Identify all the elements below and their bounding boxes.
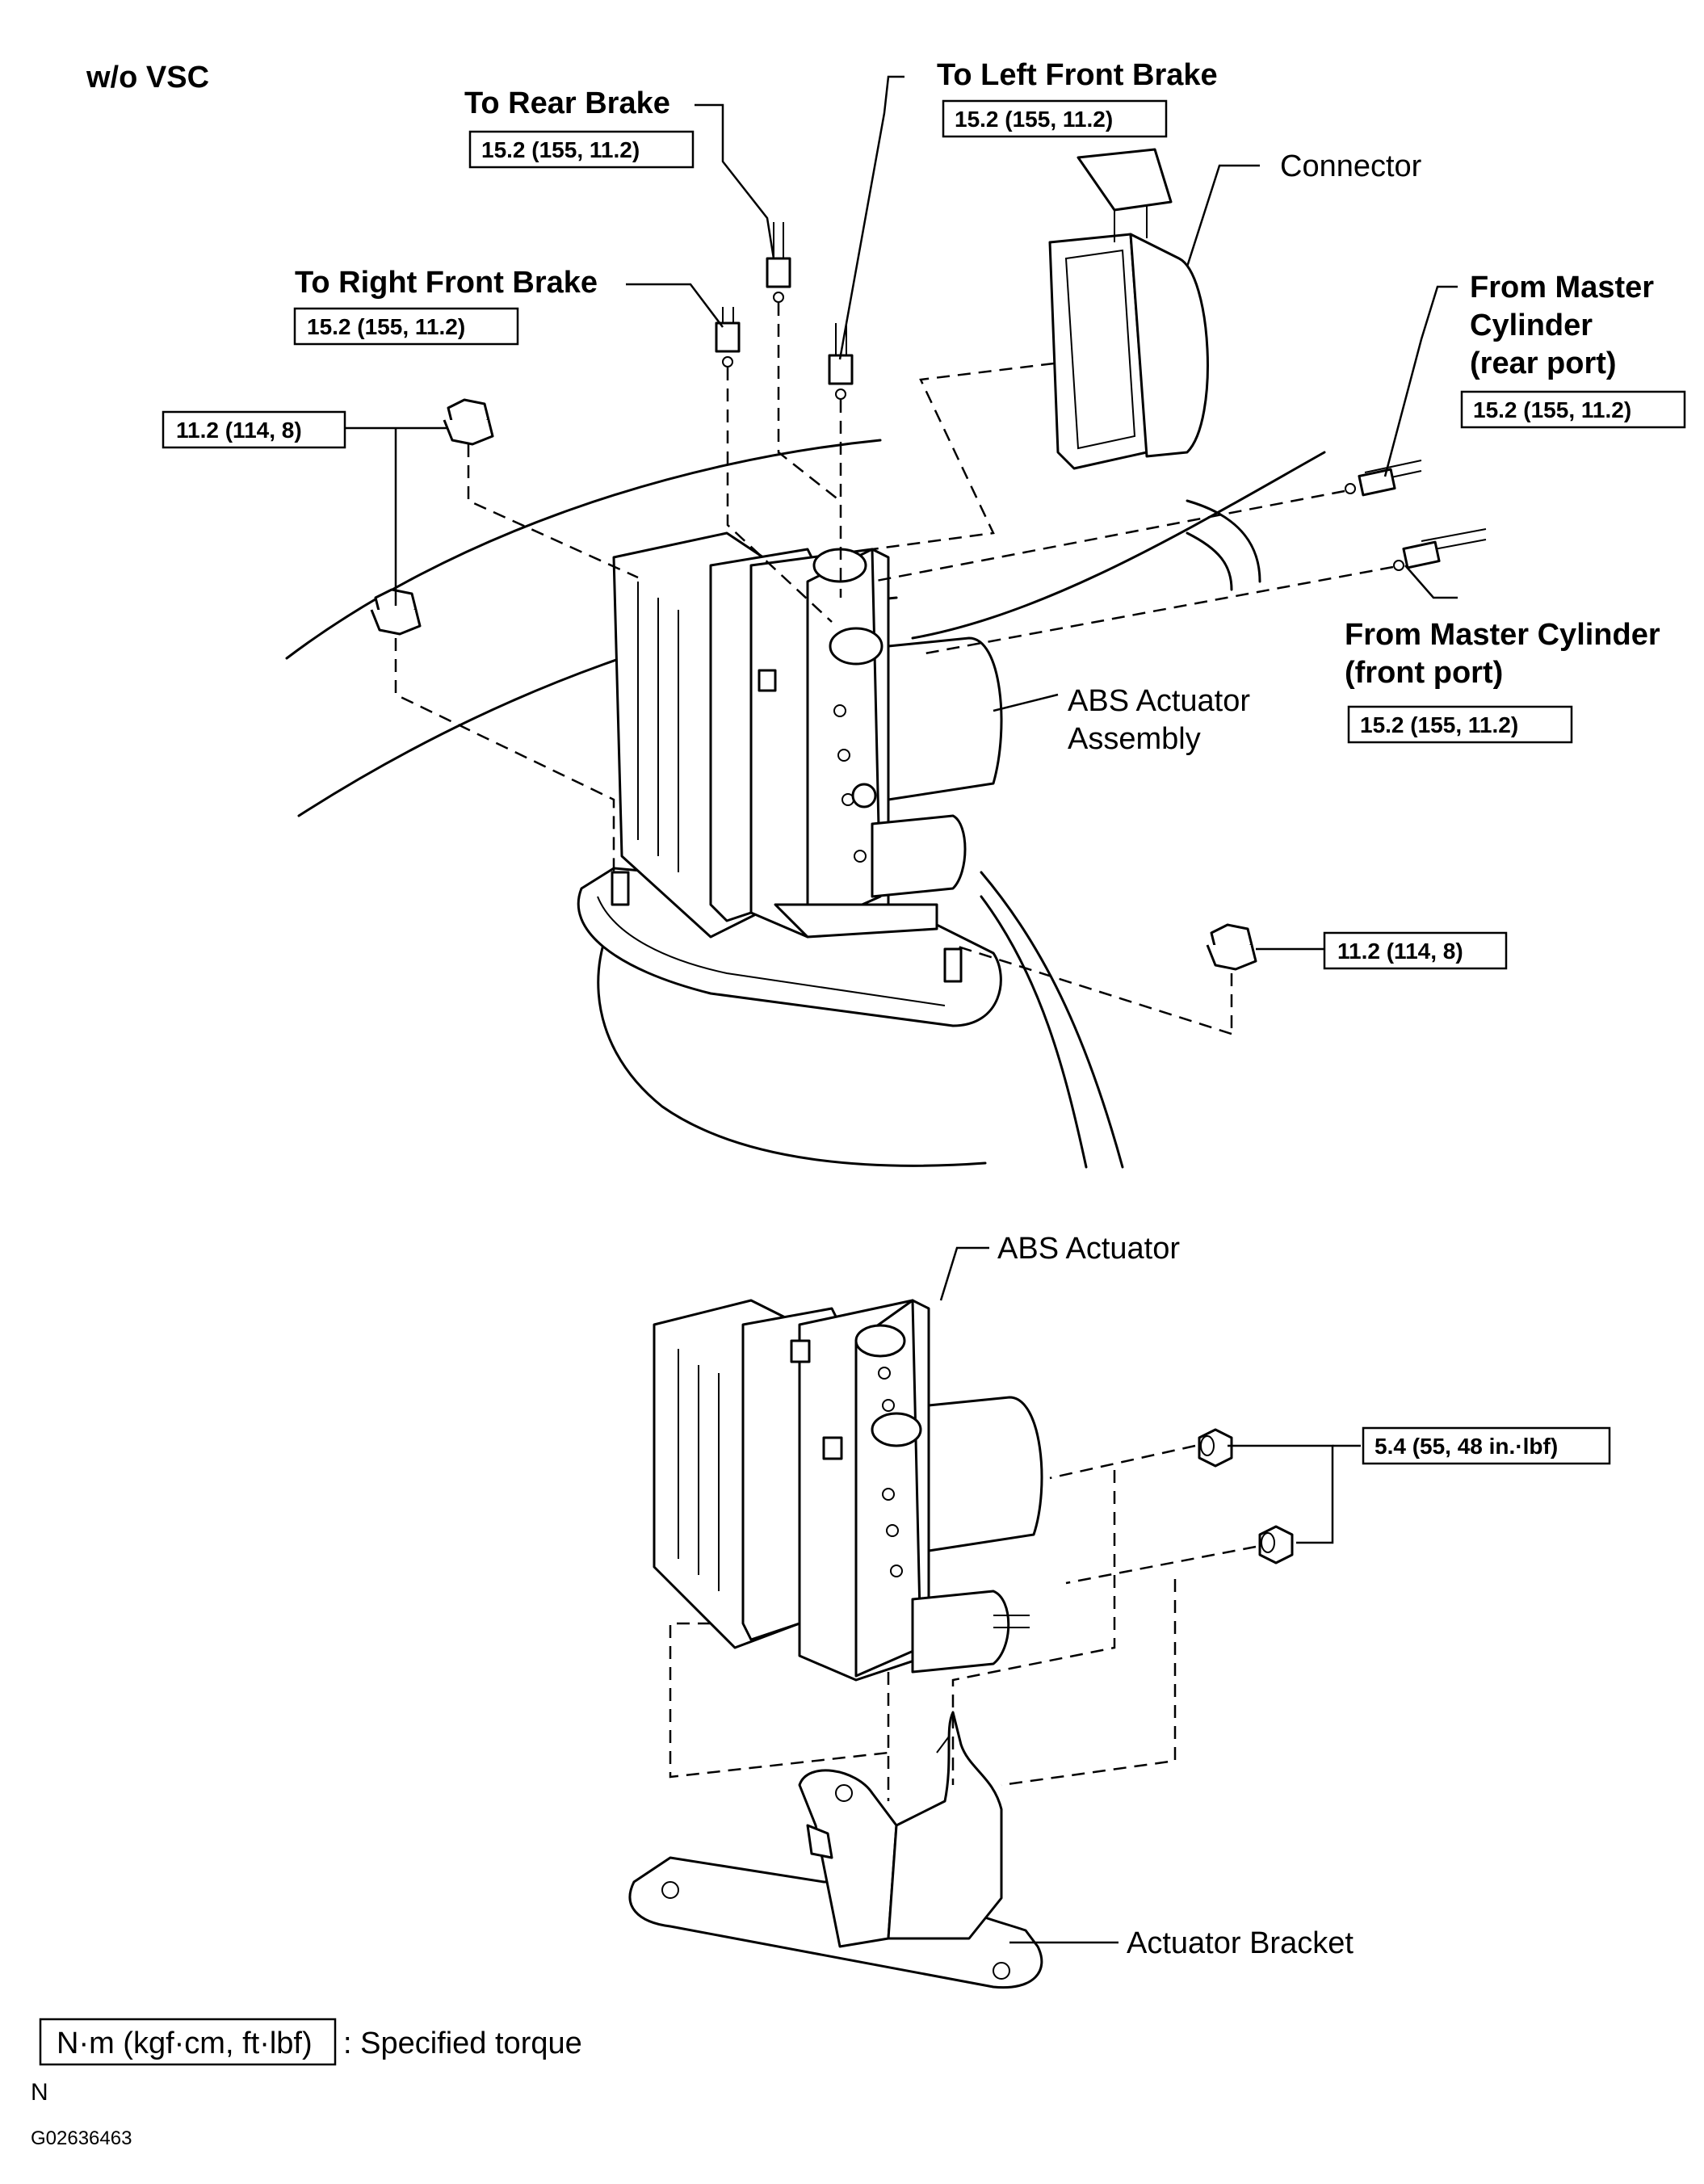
alignment-lines-bottom xyxy=(669,1444,1257,1801)
stud-icon xyxy=(943,947,963,983)
leader-lines-top xyxy=(343,75,1458,951)
nut-flange-icon xyxy=(443,419,494,446)
abs-assembly-line1: ABS Actuator xyxy=(1068,684,1250,718)
master-rear-line2: Cylinder xyxy=(1470,309,1593,342)
nut-flange-icon xyxy=(1206,944,1257,971)
connector-label: Connector xyxy=(1280,149,1422,183)
alignment-lines-top xyxy=(394,303,1394,1035)
right-front-brake-fitting-icon xyxy=(715,321,741,353)
variant-label: w/o VSC xyxy=(86,61,209,94)
bracket-bolts xyxy=(1198,1428,1294,1564)
rear-brake-fitting-icon xyxy=(766,257,791,288)
legend-unit: N·m (kgf·cm, ft·lbf) xyxy=(57,2026,313,2060)
bracket-bolts-torque-box xyxy=(1362,1426,1611,1465)
connector-part xyxy=(1048,148,1209,470)
master-rear-line1: From Master xyxy=(1470,271,1654,304)
master-rear-torque: 15.2 (155, 11.2) xyxy=(1473,397,1631,422)
master-rear-line3: (rear port) xyxy=(1470,346,1617,380)
master-front-line1: From Master Cylinder xyxy=(1345,618,1660,652)
top-abs-actuator-body xyxy=(612,531,1003,939)
stud-icon xyxy=(611,871,630,906)
right-front-brake-label: To Right Front Brake xyxy=(295,266,598,300)
nut-right-torque: 11.2 (114, 8) xyxy=(1337,939,1463,964)
bolt-icon xyxy=(1258,1525,1294,1564)
master-front-line2: (front port) xyxy=(1345,656,1503,690)
left-front-brake-torque: 15.2 (155, 11.2) xyxy=(955,107,1113,132)
right-front-brake-torque-box xyxy=(293,307,519,346)
rear-brake-torque: 15.2 (155, 11.2) xyxy=(481,137,640,162)
master-rear-torque-box xyxy=(1460,390,1686,429)
nut-right-torque-box xyxy=(1323,931,1508,970)
abs-actuator-label: ABS Actuator xyxy=(997,1232,1180,1266)
bottom-abs-actuator-body xyxy=(653,1299,1043,1682)
left-front-brake-torque-box xyxy=(942,99,1168,138)
legend-unit-box xyxy=(39,2018,337,2066)
right-front-brake-torque: 15.2 (155, 11.2) xyxy=(307,314,465,339)
left-front-brake-label: To Left Front Brake xyxy=(937,58,1218,92)
rear-brake-torque-box xyxy=(468,130,695,169)
rear-brake-label: To Rear Brake xyxy=(464,86,670,120)
actuator-bracket-part xyxy=(628,1711,1043,1989)
nut-upper-left-torque: 11.2 (114, 8) xyxy=(176,418,302,443)
abs-assembly-line2: Assembly xyxy=(1068,722,1201,756)
nut-upper-left-torque-box xyxy=(162,410,346,449)
actuator-bracket-label: Actuator Bracket xyxy=(1127,1926,1354,1960)
master-rear-fitting-icon xyxy=(1358,468,1396,497)
mounting-nuts xyxy=(370,398,1257,971)
master-front-torque: 15.2 (155, 11.2) xyxy=(1360,712,1518,737)
footer-code: G02636463 xyxy=(31,2127,132,2149)
footer-mark: N xyxy=(31,2079,48,2106)
bracket-bolts-torque: 5.4 (55, 48 in.·lbf) xyxy=(1375,1434,1558,1459)
bolt-icon xyxy=(1198,1428,1233,1468)
legend-description: : Specified torque xyxy=(343,2026,582,2060)
master-front-fitting-icon xyxy=(1402,540,1441,569)
brake-line-fittings xyxy=(715,222,1487,571)
leader-lines-bottom xyxy=(939,1246,1361,1944)
left-front-brake-fitting-icon xyxy=(828,354,854,385)
master-front-torque-box xyxy=(1347,705,1573,744)
nut-flange-icon xyxy=(370,609,422,636)
